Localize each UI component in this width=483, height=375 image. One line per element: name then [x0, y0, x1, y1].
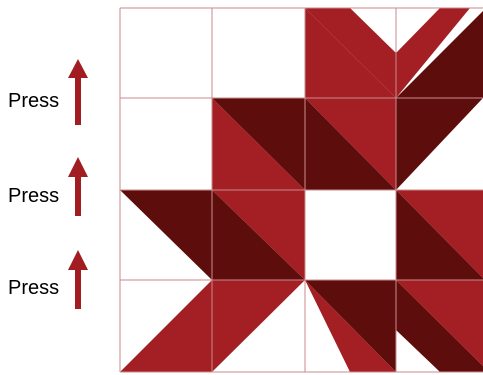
press-label-1: Press	[8, 90, 59, 112]
press-label-2: Press	[8, 185, 59, 207]
press-label-3: Press	[8, 277, 59, 299]
